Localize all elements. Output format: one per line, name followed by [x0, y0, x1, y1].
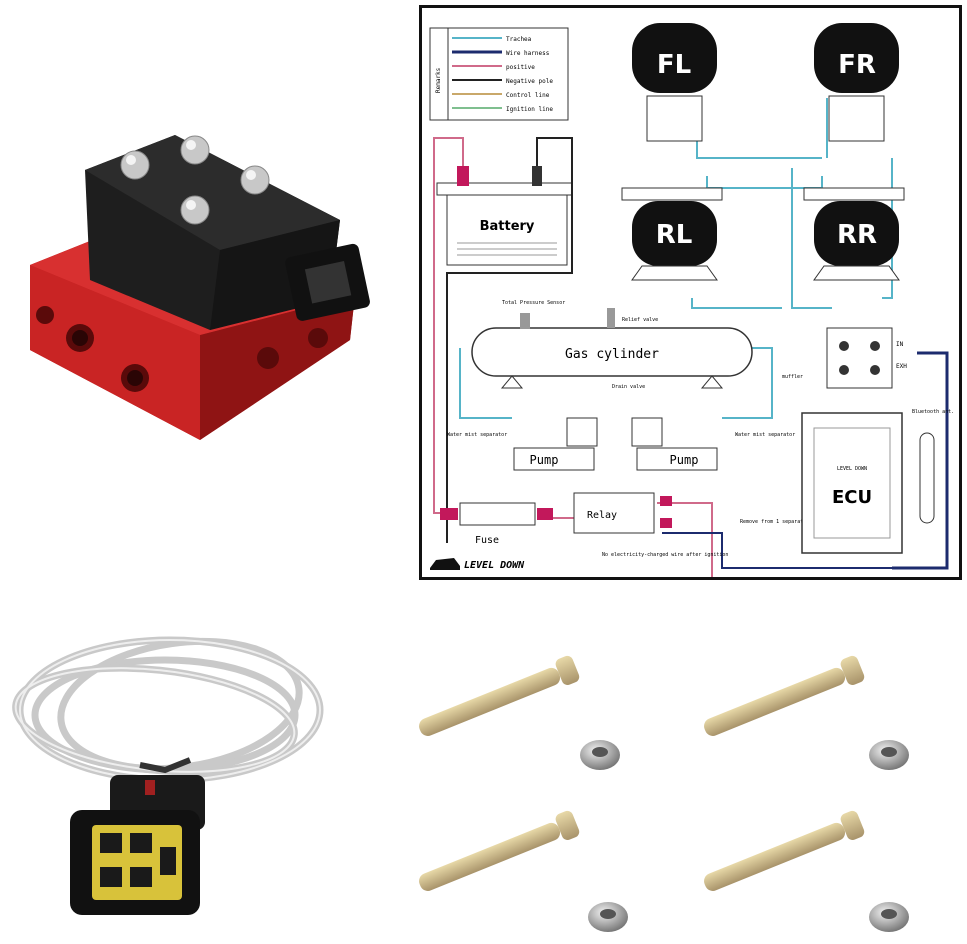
in-label: IN [896, 341, 904, 348]
pump-left-label: Pump [530, 453, 559, 467]
battery-label: Battery [480, 219, 535, 234]
ignition-note-label: No electricity-charged wire after igniti… [602, 552, 728, 558]
level-down-logo: LEVEL DOWN [430, 558, 525, 571]
airbag-rr-label: RR [837, 220, 877, 250]
relief-valve-label: Relief valve [622, 317, 658, 323]
bluetooth-label: Bluetooth ant. [912, 409, 954, 415]
screws-and-nuts-photo [405, 630, 925, 940]
legend-item: Negative pole [506, 78, 553, 85]
fuse: Fuse [440, 502, 553, 546]
airbag-rl: RL [621, 187, 723, 281]
water-sep-left-label: Water mist separator [447, 432, 507, 438]
gas-cylinder: Gas cylinder Relief valve Total Pressure… [471, 300, 753, 390]
ecu: LEVEL DOWN ECU Bluetooth ant. [801, 409, 954, 554]
legend-item: Trachea [506, 36, 532, 43]
pressure-sensor-label: Total Pressure Sensor [502, 300, 565, 306]
drain-label: Drain valve [612, 384, 645, 390]
pump-left: Pump Water mist separator [447, 417, 598, 471]
legend-item: Control line [506, 92, 550, 99]
legend-side-label: Remarks [435, 67, 442, 93]
airbag-fl: FL [632, 23, 717, 142]
airbag-rr: RR [803, 187, 905, 281]
muffler-label: muffler [782, 374, 803, 380]
brand-logo-text: LEVEL DOWN [464, 560, 525, 571]
wire-harness-photo [0, 615, 390, 935]
wiring-diagram: Remarks Trachea Wire harness positive Ne… [419, 5, 962, 580]
gas-cylinder-label: Gas cylinder [565, 347, 659, 362]
fuse-label: Fuse [475, 535, 499, 546]
legend-item: Ignition line [506, 106, 553, 113]
relay-label: Relay [587, 510, 617, 521]
ecu-brand-label: LEVEL DOWN [837, 466, 867, 472]
ecu-label: ECU [832, 487, 872, 508]
valve-manifold-photo [0, 110, 380, 460]
pump-right: Pump Water mist separator [631, 417, 795, 471]
airbag-fr-label: FR [838, 50, 876, 80]
airbag-fl-label: FL [657, 50, 691, 80]
airbag-rl-label: RL [656, 220, 693, 250]
water-sep-right-label: Water mist separator [735, 432, 795, 438]
battery: Battery [436, 166, 573, 266]
valve-block: IN EXH muffler [782, 327, 907, 389]
legend-item: positive [506, 64, 535, 71]
airbag-fr: FR [814, 23, 899, 142]
legend: Remarks Trachea Wire harness positive Ne… [429, 27, 569, 121]
exh-label: EXH [896, 363, 907, 370]
legend-item: Wire harness [506, 50, 550, 57]
pump-right-label: Pump [670, 453, 699, 467]
